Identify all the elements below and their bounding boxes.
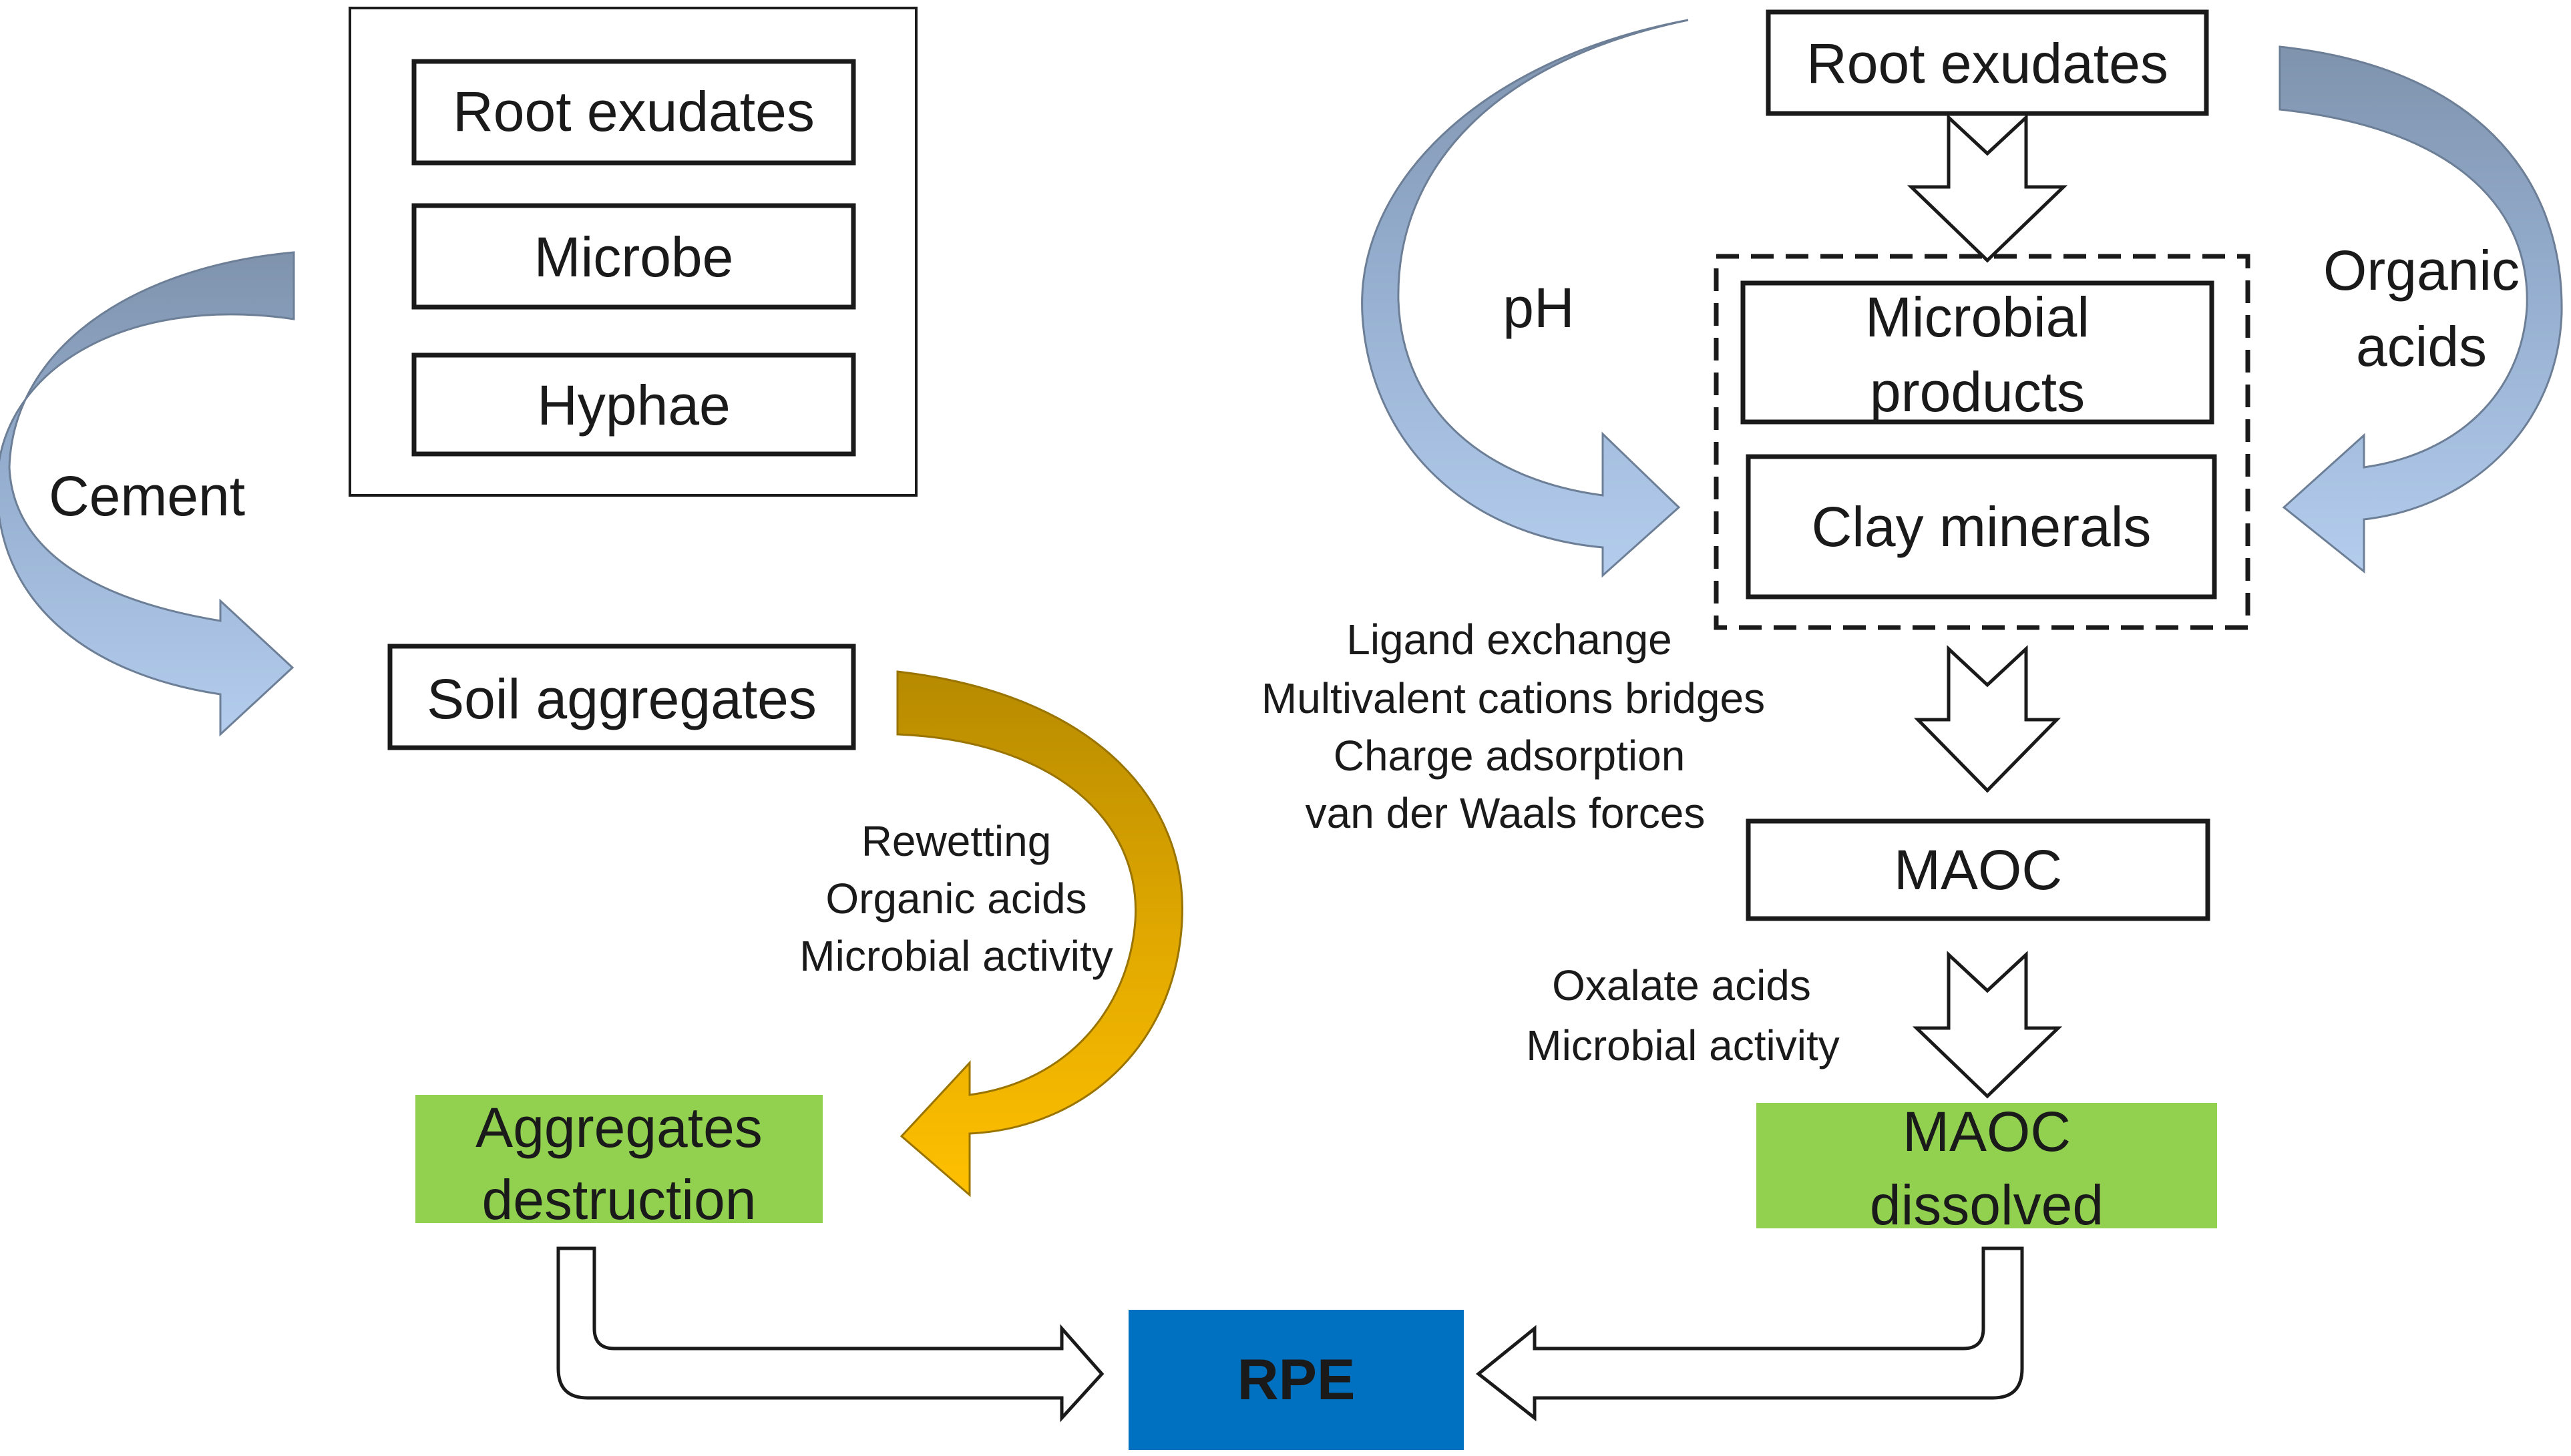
cement-label: Cement	[49, 465, 245, 527]
left-organic-acids-label: Organic acids	[825, 875, 1086, 923]
charge-adsorption-label: Charge adsorption	[1334, 732, 1686, 780]
cement-curved-arrow	[0, 251, 295, 737]
rpe-label: RPE	[1237, 1348, 1356, 1412]
microbe-label: Microbe	[534, 226, 734, 288]
root-to-products-arrow	[1907, 113, 2068, 263]
left-to-rpe-arrow	[556, 1246, 1105, 1423]
clay-minerals-box: Clay minerals	[1746, 454, 2217, 599]
microbe-box: Microbe	[411, 203, 856, 310]
hyphae-label: Hyphae	[537, 374, 731, 437]
right-root-exudates-label: Root exudates	[1806, 32, 2168, 95]
organic-acids-curved-arrow	[2279, 45, 2563, 574]
right-root-exudates-box: Root exudates	[1766, 9, 2209, 116]
minerals-to-maoc-arrow	[1914, 645, 2061, 793]
soil-aggregates-box: Soil aggregates	[387, 644, 856, 750]
rpe-box: RPE	[1129, 1310, 1464, 1450]
aggregates-destruction-box: Aggregates destruction	[415, 1095, 823, 1231]
maoc-dissolved-box: MAOC dissolved	[1756, 1100, 2217, 1236]
ph-label: pH	[1503, 276, 1574, 339]
maoc-to-dissolved-arrow	[1912, 951, 2063, 1099]
soil-aggregates-label: Soil aggregates	[427, 668, 817, 730]
aggregates-destruction-line1: Aggregates	[475, 1096, 763, 1159]
maoc-label: MAOC	[1894, 838, 2062, 901]
cation-bridges-label: Multivalent cations bridges	[1261, 674, 1765, 722]
right-to-rpe-arrow	[1475, 1246, 2024, 1422]
microbial-products-line2: products	[1870, 360, 2085, 423]
ph-curved-arrow	[1361, 19, 1689, 578]
maoc-dissolved-line2: dissolved	[1870, 1174, 2104, 1236]
clay-minerals-label: Clay minerals	[1812, 495, 2152, 558]
rewetting-label: Rewetting	[861, 817, 1052, 865]
mineral-association-dashed-box	[1714, 254, 2250, 630]
left-root-exudates-label: Root exudates	[453, 80, 815, 143]
organic-acids-label-line1: Organic	[2323, 239, 2520, 302]
right-microbial-activity-label: Microbial activity	[1526, 1021, 1839, 1069]
organic-acids-label-line2: acids	[2356, 315, 2487, 378]
left-microbial-activity-label: Microbial activity	[799, 932, 1113, 980]
microbial-products-box: Microbial products	[1740, 280, 2214, 425]
left-root-exudates-box: Root exudates	[411, 59, 856, 166]
oxalate-acids-label: Oxalate acids	[1552, 961, 1811, 1009]
microbial-products-line1: Microbial	[1865, 286, 2090, 348]
aggregates-destruction-line2: destruction	[482, 1168, 757, 1231]
destruction-curved-arrow	[896, 670, 1183, 1198]
hyphae-box: Hyphae	[411, 352, 856, 457]
maoc-dissolved-line1: MAOC	[1903, 1100, 2071, 1163]
maoc-box: MAOC	[1746, 818, 2210, 921]
left-group-box: Root exudates Microbe Hyphae	[349, 7, 918, 497]
ligand-exchange-label: Ligand exchange	[1346, 616, 1672, 664]
van-der-waals-label: van der Waals forces	[1306, 789, 1706, 837]
